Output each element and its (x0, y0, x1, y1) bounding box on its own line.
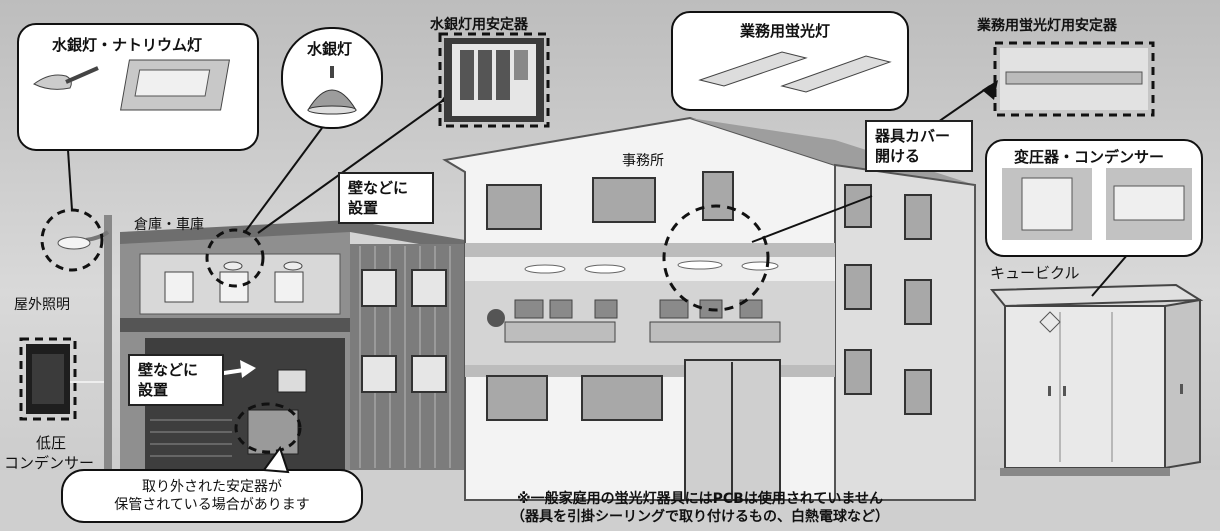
footnote-line: （器具を引掛シーリングで取り付けるもの、白熱電球など） (511, 509, 889, 525)
callout-fluorescent (671, 11, 909, 111)
label-office: 事務所 (622, 153, 664, 169)
street-lamp (57, 215, 112, 485)
label-low-voltage-1: 低圧 (36, 434, 67, 452)
cubicle-cabinet (989, 283, 1204, 476)
label-outdoor-lighting: 屋外照明 (14, 297, 70, 313)
callout-mercury (281, 27, 383, 129)
note-stored-ballast: 取り外された安定器が 保管されている場合があります (64, 478, 360, 514)
note-line: 設置 (348, 199, 379, 217)
note-line: 器具カバー (875, 127, 951, 145)
low-voltage-capacitor-photo (26, 344, 104, 414)
note-line: 壁などに (138, 361, 199, 379)
note-open-cover: 器具カバー 開ける (865, 120, 973, 172)
label-mercury-ballast: 水銀灯用安定器 (430, 17, 528, 33)
fluorescent-ballast-photo (1000, 48, 1148, 110)
white-arrow-head (240, 360, 256, 378)
footnote-line: ※一般家庭用の蛍光灯器具にはPCBは使用されていません (517, 491, 883, 507)
mercury-ballast-photo (444, 38, 544, 122)
label-fluorescent-ballast: 業務用蛍光灯用安定器 (977, 18, 1117, 34)
note-line: 取り外された安定器が (142, 479, 282, 495)
mercury-ballast-photo-frame (438, 32, 550, 128)
label-cubicle: キュービクル (990, 264, 1080, 282)
fluorescent-ballast-photo-frame (993, 41, 1155, 117)
stored-ballast-highlight (234, 402, 302, 454)
note-line: 壁などに (348, 179, 409, 197)
callout-transformer (985, 139, 1203, 257)
note-wall-install-top: 壁などに 設置 (338, 172, 434, 224)
callout-mercury-sodium (17, 23, 259, 151)
label-mercury-sodium: 水銀灯・ナトリウム灯 (52, 36, 203, 54)
office-fluorescent-highlight (662, 204, 770, 312)
label-low-voltage-2: コンデンサー (4, 454, 95, 472)
label-mercury: 水銀灯 (307, 40, 353, 58)
footnote: ※一般家庭用の蛍光灯器具にはPCBは使用されていません （器具を引掛シーリングで… (440, 490, 960, 526)
note-line: 開ける (875, 147, 921, 165)
callout-stored-ballast (61, 469, 363, 523)
warehouse-lamp-highlight (205, 228, 265, 288)
label-transformer: 変圧器・コンデンサー (1014, 148, 1165, 166)
callout-stored-ballast-tail (262, 445, 290, 474)
capacitor-highlight (19, 337, 77, 421)
warehouse-building (120, 220, 465, 470)
note-wall-install-bottom: 壁などに 設置 (128, 354, 224, 406)
label-warehouse: 倉庫・車庫 (134, 217, 204, 233)
label-fluorescent: 業務用蛍光灯 (740, 22, 831, 40)
note-line: 設置 (138, 381, 169, 399)
note-line: 保管されている場合があります (114, 497, 310, 513)
